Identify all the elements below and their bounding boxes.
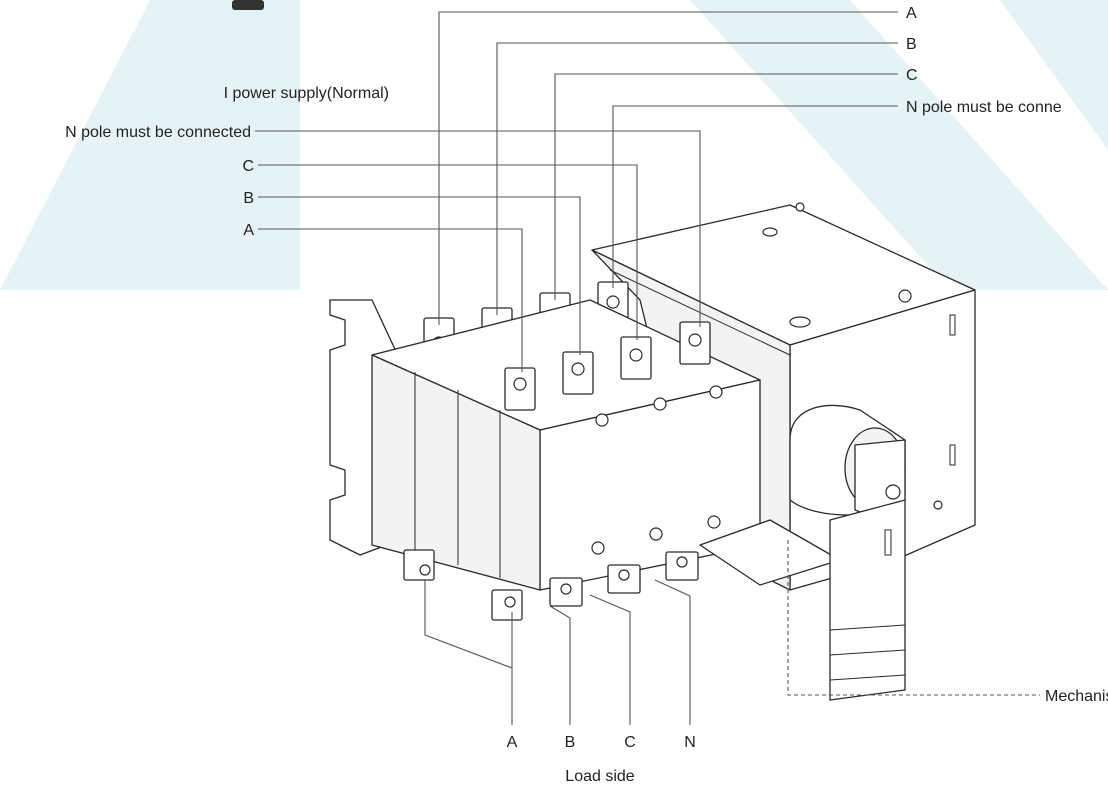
- label-top-a: A: [906, 5, 917, 22]
- bottom-terminals: [403, 549, 699, 621]
- watermark-shape-left: [0, 0, 300, 290]
- label-bottom-n: N: [684, 734, 696, 751]
- label-left-n: N pole must be connected: [65, 124, 251, 141]
- switch-illustration: [329, 202, 976, 701]
- label-top-b: B: [906, 36, 917, 53]
- label-load-side: Load side: [565, 768, 634, 785]
- operating-handle: [789, 404, 906, 701]
- diagram-labels: I power supply(Normal) A B C N pole must…: [65, 5, 1108, 785]
- watermark-background: [0, 0, 1108, 290]
- label-left-b: B: [243, 190, 254, 207]
- watermark-dark-tab: [232, 0, 264, 10]
- watermark-shape-right: [690, 0, 1108, 290]
- label-top-c: C: [906, 67, 918, 84]
- watermark-shape-corner: [1000, 0, 1108, 150]
- leader-lines: [255, 11, 1040, 725]
- label-left-a: A: [243, 222, 254, 239]
- label-normal-power-supply: I power supply(Normal): [224, 85, 389, 102]
- label-mechanism: Mechanism p: [1045, 688, 1108, 705]
- label-bottom-a: A: [507, 734, 518, 751]
- label-left-c: C: [242, 158, 254, 175]
- pole-block-side: [371, 354, 541, 591]
- label-bottom-b: B: [565, 734, 576, 751]
- label-bottom-c: C: [624, 734, 636, 751]
- label-top-n: N pole must be conne: [906, 99, 1062, 116]
